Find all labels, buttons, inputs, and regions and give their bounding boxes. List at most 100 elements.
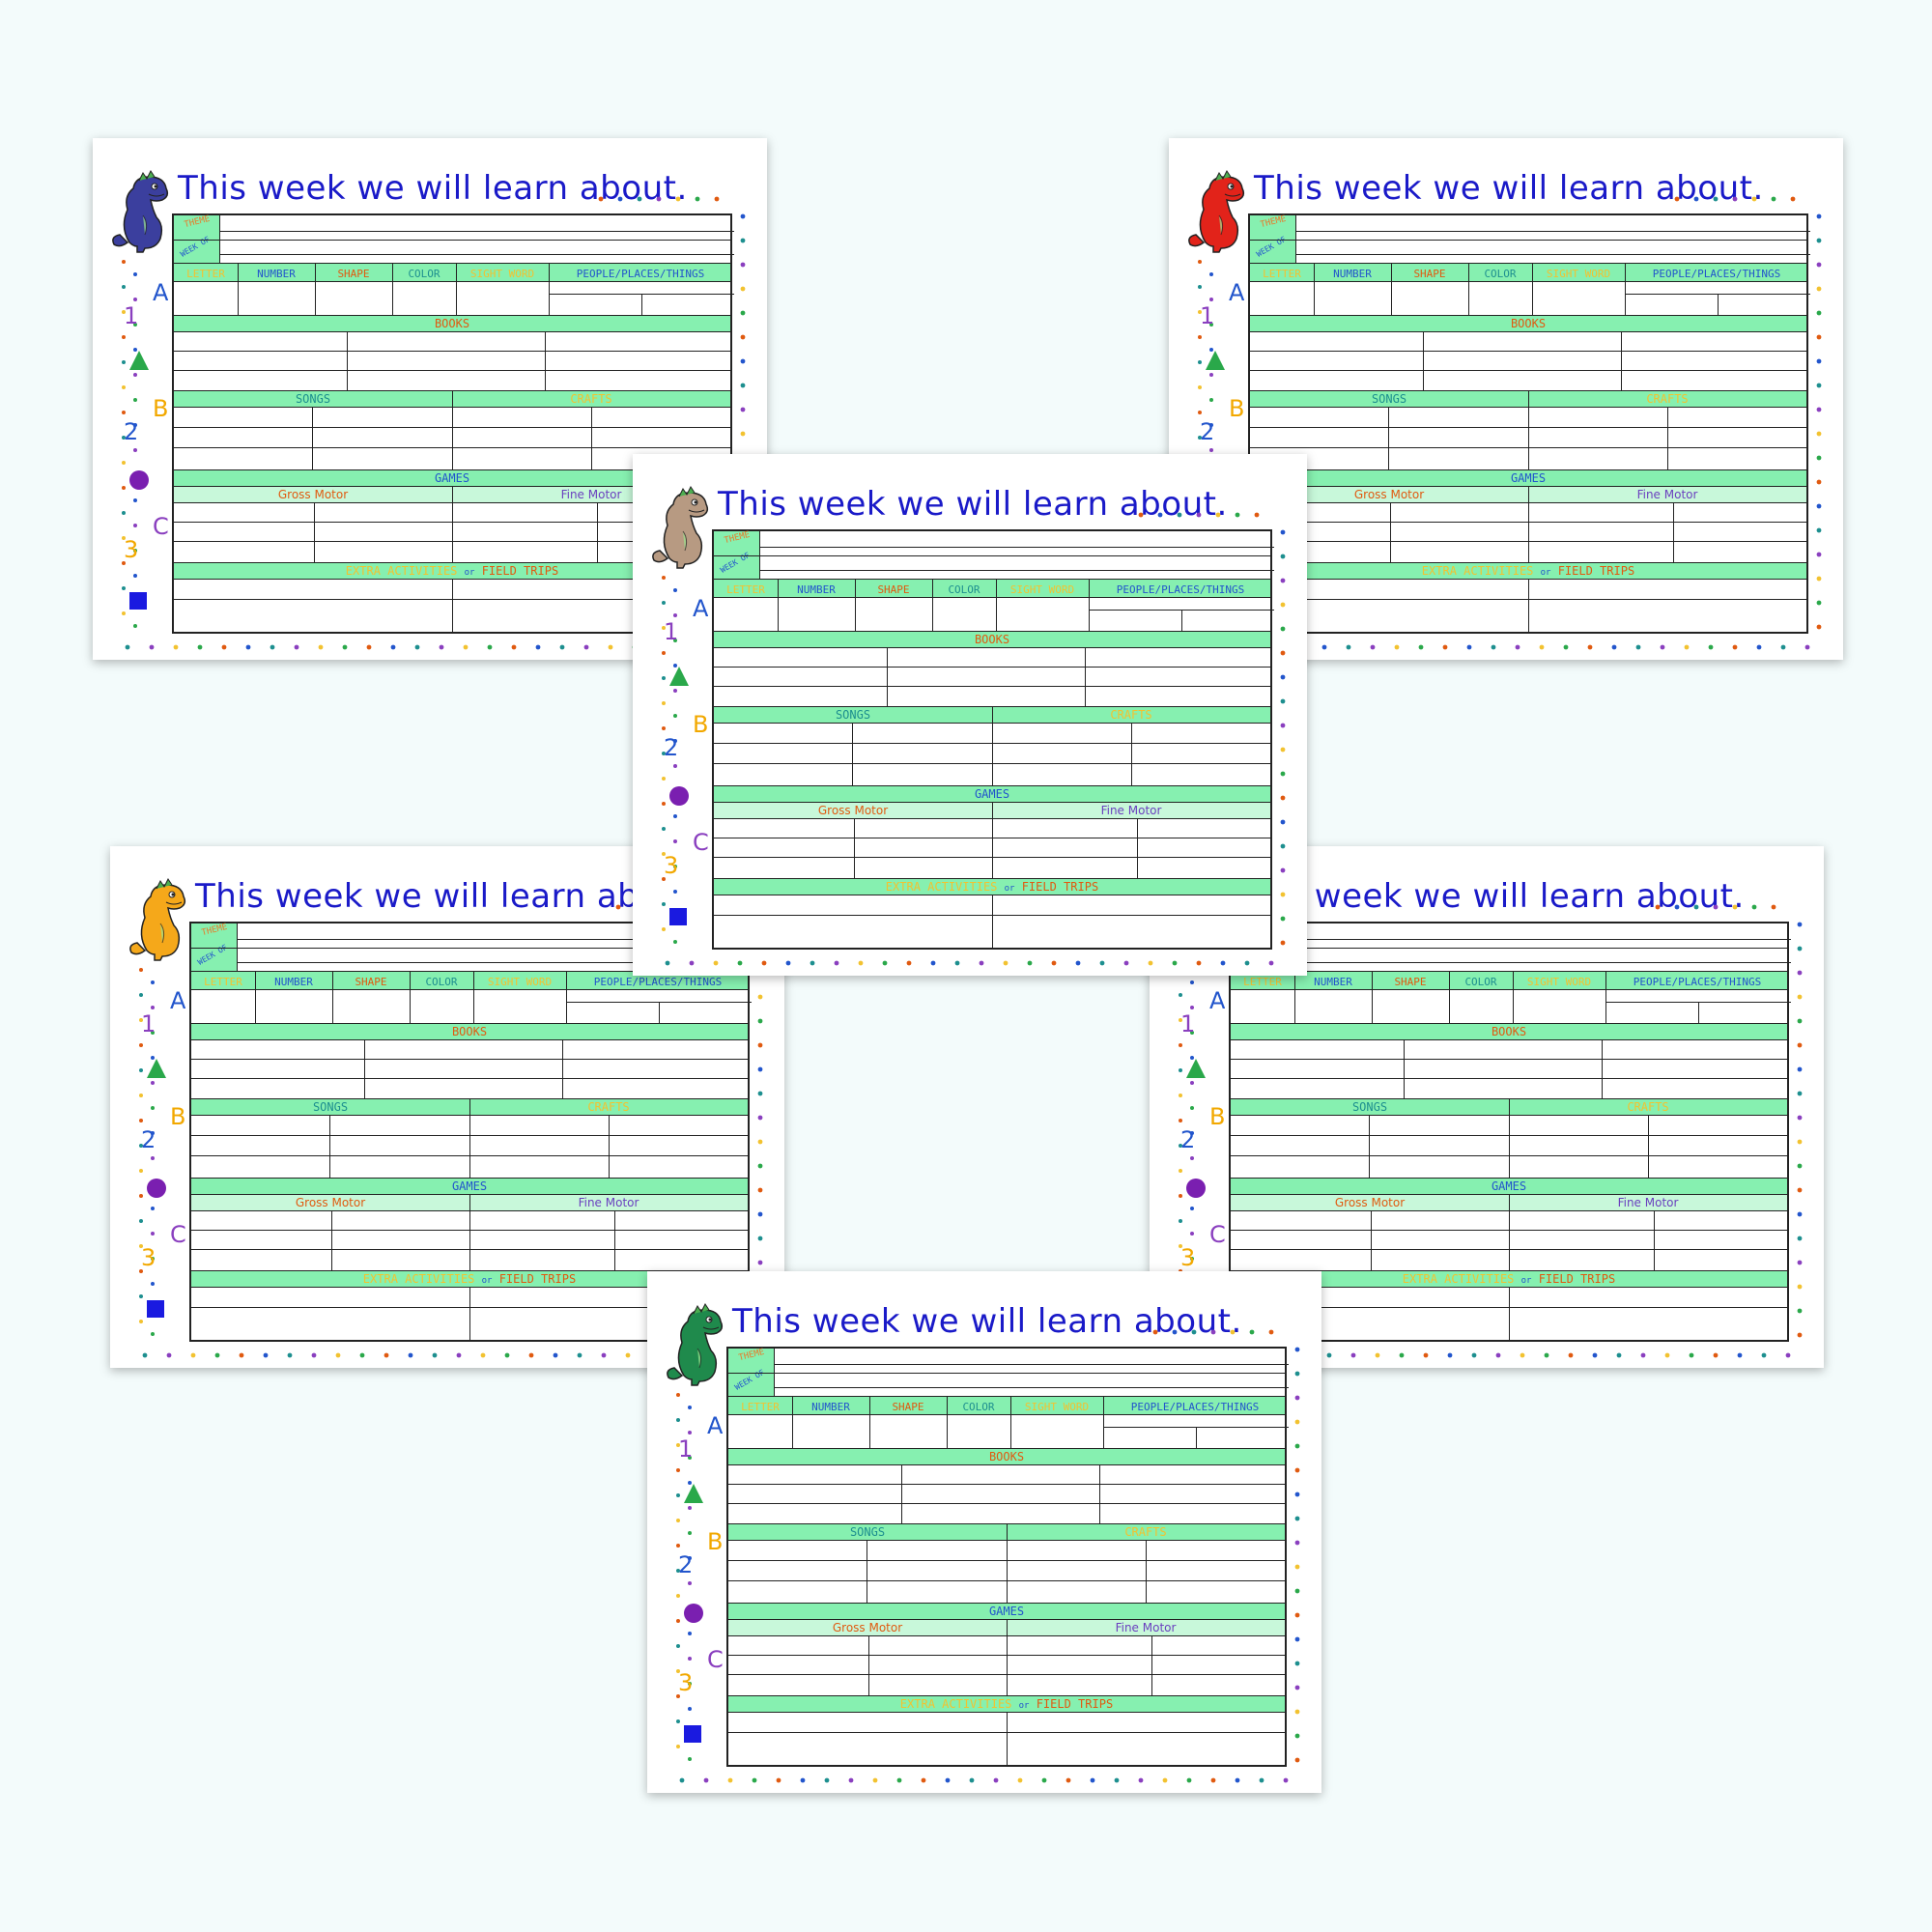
theme-week-section: THEME WEEK OF: [174, 214, 734, 264]
motor-bar: Gross Motor Fine Motor: [728, 1620, 1285, 1635]
or-label: or: [1018, 1701, 1030, 1711]
dinosaur-icon: [129, 878, 186, 961]
side-label: 2: [678, 1551, 693, 1578]
theme-week-section: THEME WEEK OF: [191, 923, 752, 972]
books-label: BOOKS: [434, 317, 470, 330]
songs-crafts-bar: SONGS CRAFTS: [728, 1523, 1285, 1541]
motor-bar: Gross Motor Fine Motor: [174, 487, 730, 502]
right-dot-border: [1816, 213, 1822, 630]
games-label: GAMES: [451, 1179, 488, 1193]
fine-motor-label: Fine Motor: [1100, 804, 1162, 817]
books-section[interactable]: [191, 1040, 748, 1098]
books-bar: BOOKS: [1231, 1023, 1787, 1040]
extra-section[interactable]: [191, 1288, 748, 1340]
extra-activities-label: EXTRA ACTIVITIES: [899, 1697, 1012, 1711]
weekly-cells-row[interactable]: [1231, 990, 1791, 1023]
column-header-color: COLOR: [425, 976, 458, 988]
circle-icon: [147, 1179, 166, 1198]
fine-motor-label: Fine Motor: [578, 1196, 639, 1209]
column-header-letter: LETTER: [1263, 268, 1301, 280]
weekly-cells-row[interactable]: [714, 598, 1274, 631]
right-dot-border: [1280, 529, 1286, 946]
extra-bar: EXTRA ACTIVITIES or FIELD TRIPS: [191, 1270, 748, 1288]
or-label: or: [1540, 568, 1551, 578]
motor-bar: Gross Motor Fine Motor: [1231, 1195, 1787, 1210]
weekly-cells-row[interactable]: [728, 1415, 1289, 1448]
column-header-letter: LETTER: [1243, 976, 1282, 988]
songs-crafts-section[interactable]: [728, 1541, 1285, 1603]
songs-crafts-section[interactable]: [191, 1116, 748, 1178]
games-section[interactable]: [728, 1635, 1285, 1695]
column-header-sight-word: SIGHT WORD: [1024, 1401, 1090, 1413]
extra-section[interactable]: [1250, 580, 1806, 632]
games-label: GAMES: [1491, 1179, 1527, 1193]
weekly-cells-row[interactable]: [1250, 282, 1810, 315]
right-dot-border: [1797, 922, 1803, 1338]
sheet-title: This week we will learn about.: [178, 169, 688, 208]
books-label: BOOKS: [1491, 1025, 1527, 1038]
books-section[interactable]: [714, 648, 1270, 706]
column-header-number: NUMBER: [797, 583, 836, 596]
books-bar: BOOKS: [191, 1023, 748, 1040]
crafts-label: CRAFTS: [1646, 392, 1689, 406]
games-section[interactable]: [1231, 1210, 1787, 1270]
extra-section[interactable]: [714, 895, 1270, 948]
side-label: 3: [1180, 1244, 1195, 1271]
songs-crafts-section[interactable]: [714, 724, 1270, 785]
sheet-title: This week we will learn about.: [718, 485, 1228, 524]
books-bar: BOOKS: [714, 631, 1270, 648]
games-section[interactable]: [714, 818, 1270, 878]
side-label: 1: [1200, 302, 1214, 329]
planner-grid: THEME WEEK OF LETTERNUMBERSHAPECOLORSIGH…: [1229, 922, 1791, 1342]
extra-bar: EXTRA ACTIVITIES or FIELD TRIPS: [1250, 562, 1806, 580]
extra-section[interactable]: [1231, 1288, 1787, 1340]
books-section[interactable]: [174, 332, 730, 390]
books-section[interactable]: [1231, 1040, 1787, 1098]
column-header-number: NUMBER: [1314, 976, 1352, 988]
extra-activities-label: EXTRA ACTIVITIES: [1421, 564, 1534, 578]
triangle-icon: [669, 667, 689, 686]
column-header-shape: SHAPE: [337, 268, 370, 280]
column-header-number: NUMBER: [1333, 268, 1372, 280]
circle-icon: [129, 470, 149, 490]
crafts-label: CRAFTS: [587, 1100, 630, 1114]
extra-section[interactable]: [174, 580, 730, 632]
side-label: C: [1209, 1221, 1225, 1248]
books-section[interactable]: [1250, 332, 1806, 390]
books-section[interactable]: [728, 1465, 1285, 1523]
title-dot-border: [1152, 1329, 1274, 1335]
weekly-cells-row[interactable]: [191, 990, 752, 1023]
games-bar: GAMES: [714, 785, 1270, 803]
side-label: B: [707, 1528, 723, 1555]
books-label: BOOKS: [988, 1450, 1025, 1463]
books-label: BOOKS: [1510, 317, 1547, 330]
side-label: 2: [1200, 418, 1214, 445]
extra-bar: EXTRA ACTIVITIES or FIELD TRIPS: [174, 562, 730, 580]
songs-crafts-section[interactable]: [1231, 1116, 1787, 1178]
column-header-letter: LETTER: [741, 1401, 780, 1413]
extra-section[interactable]: [728, 1713, 1285, 1765]
extra-bar: EXTRA ACTIVITIES or FIELD TRIPS: [728, 1695, 1285, 1713]
songs-label: SONGS: [312, 1100, 349, 1114]
circle-icon: [1186, 1179, 1206, 1198]
side-label: A: [693, 595, 708, 622]
side-label: 1: [141, 1010, 156, 1037]
or-label: or: [464, 568, 475, 578]
weekly-cells-row[interactable]: [174, 282, 734, 315]
songs-crafts-bar: SONGS CRAFTS: [191, 1098, 748, 1116]
songs-crafts-section[interactable]: [1250, 408, 1806, 469]
games-section[interactable]: [1250, 502, 1806, 562]
square-icon: [684, 1725, 701, 1743]
column-header-shape: SHAPE: [1394, 976, 1427, 988]
games-section[interactable]: [174, 502, 730, 562]
games-section[interactable]: [191, 1210, 748, 1270]
crafts-label: CRAFTS: [1110, 708, 1152, 722]
songs-crafts-section[interactable]: [174, 408, 730, 469]
column-header-sight-word: SIGHT WORD: [1546, 268, 1611, 280]
field-trips-label: FIELD TRIPS: [1021, 880, 1099, 894]
triangle-icon: [147, 1059, 166, 1078]
